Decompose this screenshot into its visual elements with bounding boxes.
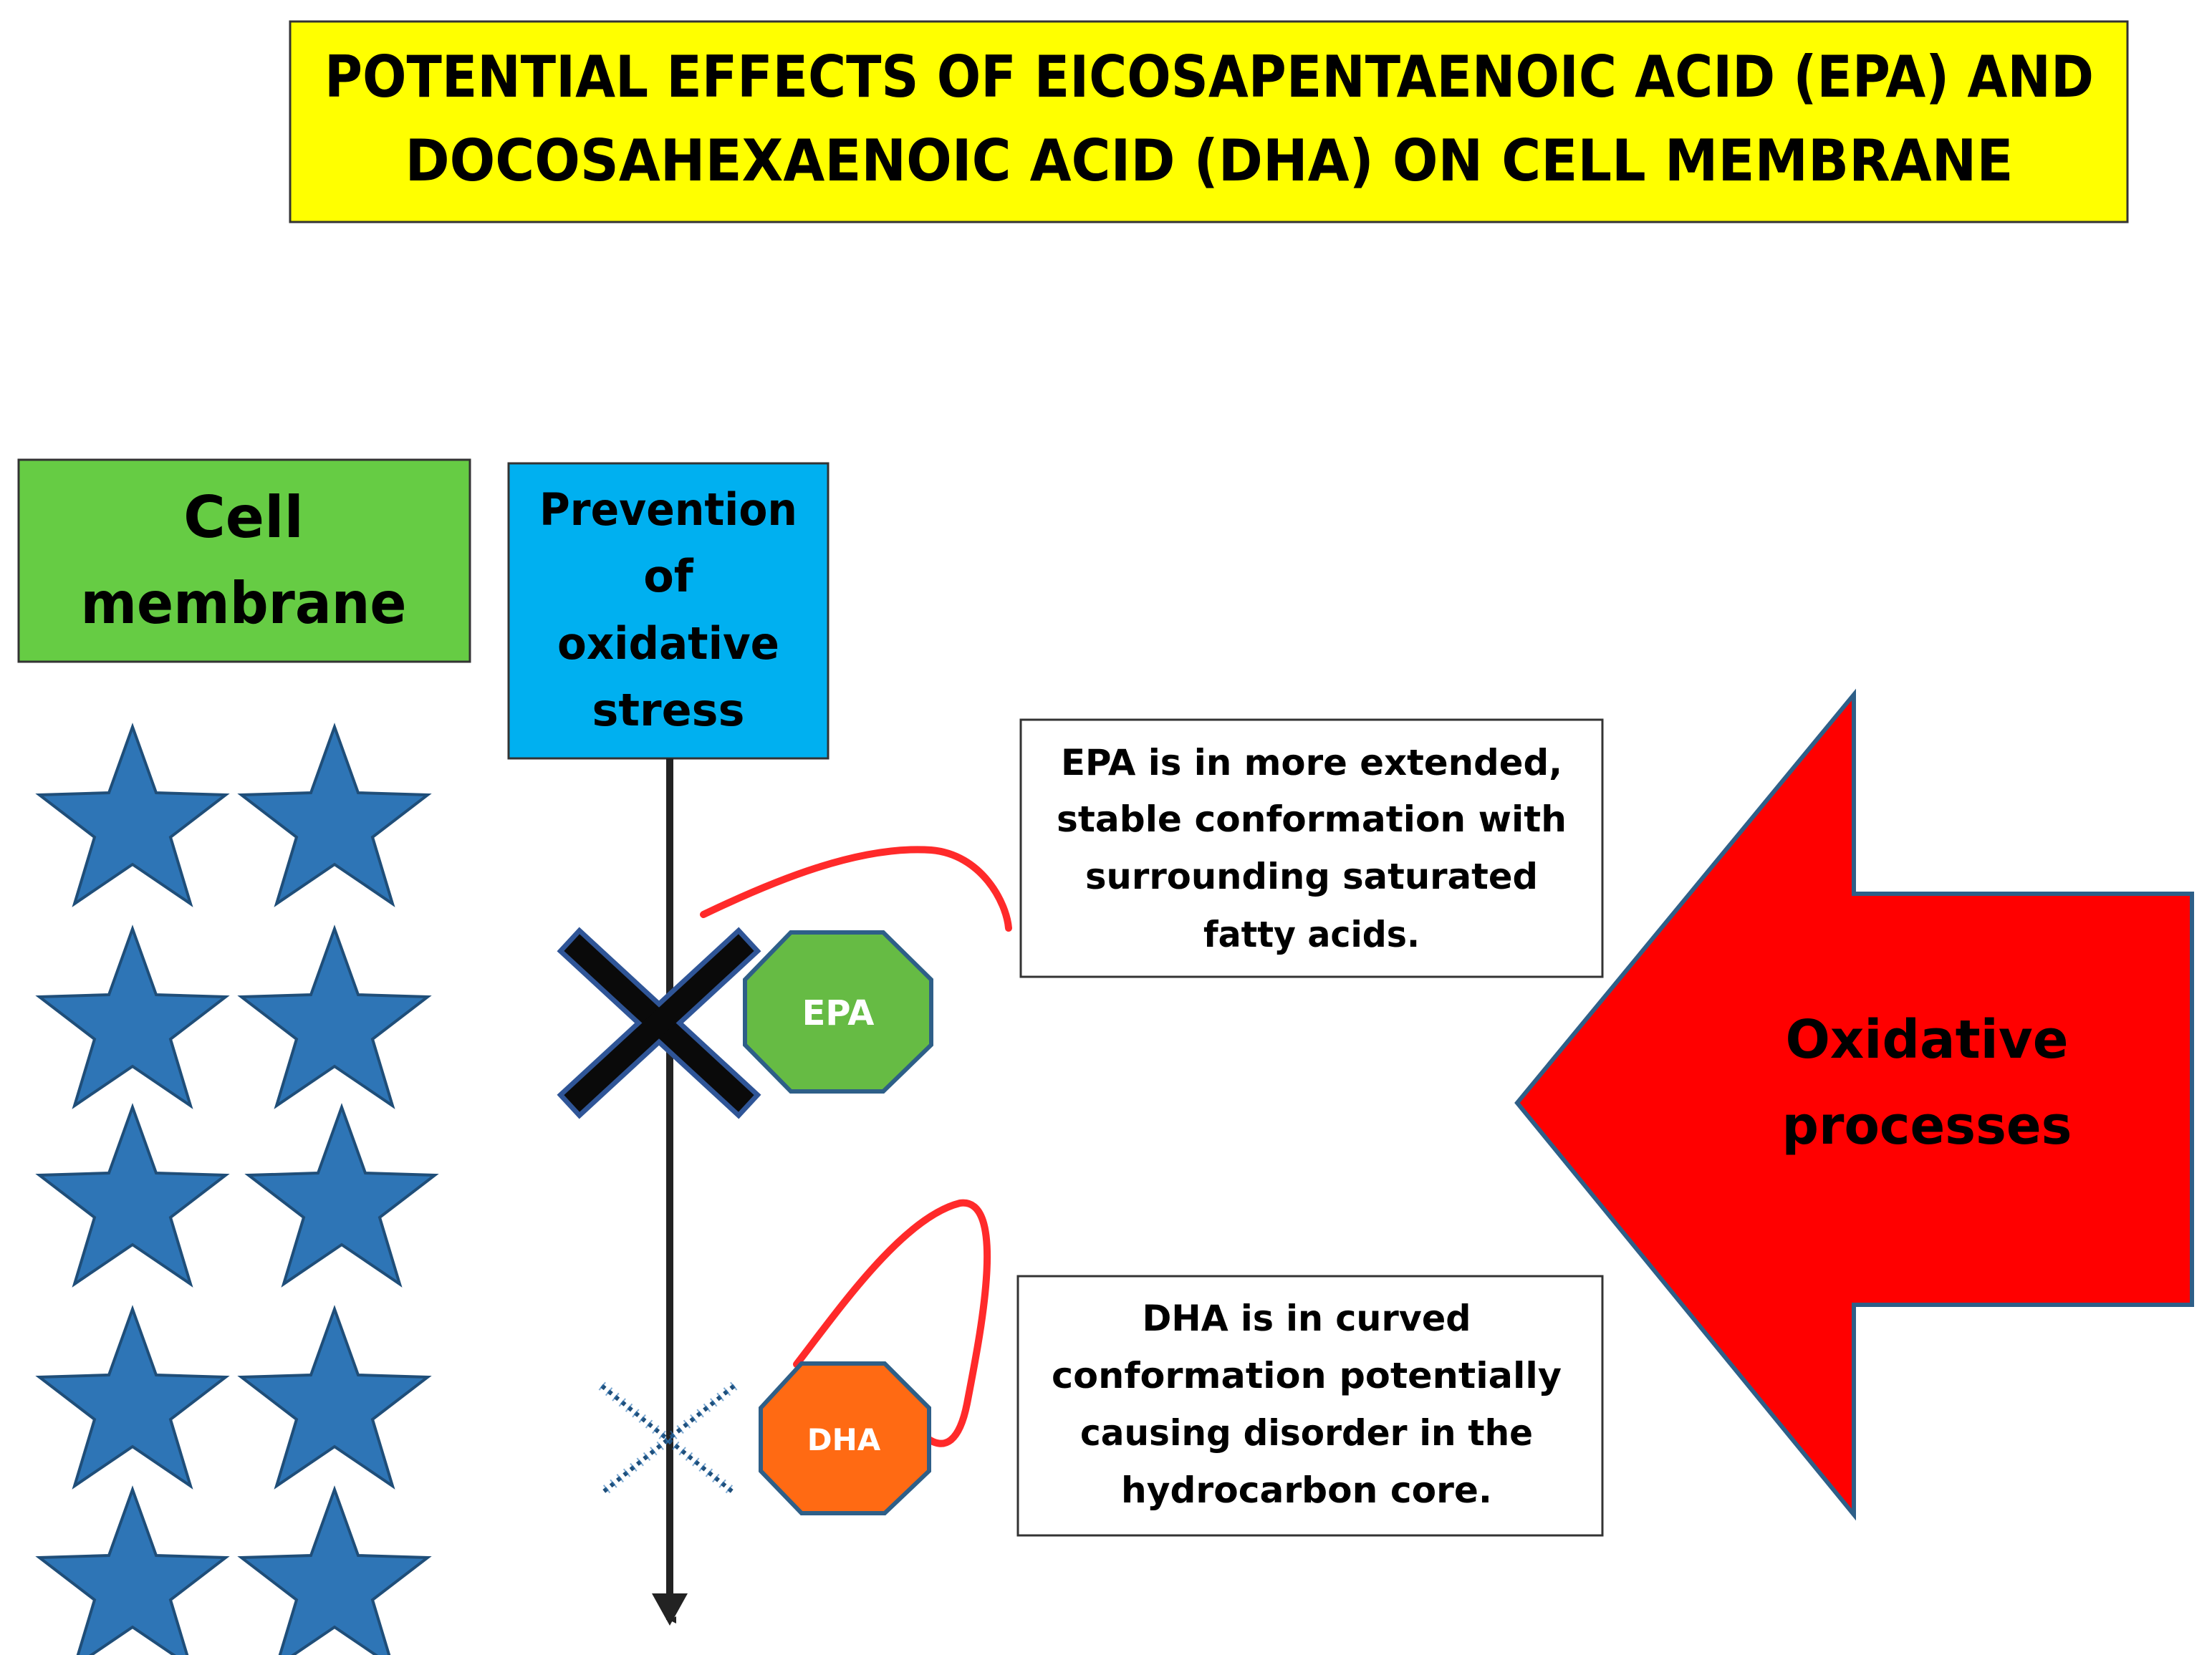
oxidative-line-2: processes bbox=[1782, 1095, 2072, 1157]
star-icon bbox=[237, 925, 432, 1109]
star-icon bbox=[237, 1485, 432, 1655]
epa-note-line-2: stable conformation with bbox=[1057, 798, 1567, 840]
epa-chain-curve bbox=[700, 846, 1012, 932]
vertical-arrow-head bbox=[652, 1593, 688, 1626]
membrane-stars bbox=[35, 723, 439, 1655]
star-icon bbox=[35, 1485, 230, 1655]
prevention-line-1: Prevention bbox=[539, 483, 797, 536]
epa-note-box bbox=[1019, 718, 1604, 978]
star-icon bbox=[35, 1305, 230, 1490]
oxidative-line-1: Oxidative bbox=[1786, 1009, 2069, 1071]
title-banner bbox=[289, 20, 2129, 223]
epa-note-line-3: surrounding saturated bbox=[1085, 856, 1538, 897]
dha-note-line-4: hydrocarbon core. bbox=[1121, 1470, 1492, 1511]
prevention-box bbox=[507, 462, 830, 760]
prevention-line-2: of bbox=[643, 550, 694, 602]
star-icon bbox=[237, 723, 432, 907]
dha-note-box bbox=[1016, 1275, 1604, 1537]
epa-note-line-4: fatty acids. bbox=[1203, 914, 1420, 955]
epa-label: EPA bbox=[802, 993, 875, 1033]
dha-chain-curve bbox=[793, 1199, 991, 1447]
bold-cross-icon bbox=[557, 927, 761, 1119]
star-icon bbox=[35, 1103, 230, 1288]
dha-note-line-2: conformation potentially bbox=[1052, 1355, 1562, 1396]
dha-label: DHA bbox=[807, 1422, 881, 1457]
dha-note-line-3: causing disorder in the bbox=[1080, 1412, 1533, 1454]
star-icon bbox=[237, 1305, 432, 1490]
star-icon bbox=[35, 925, 230, 1109]
dha-note-line-1: DHA is in curved bbox=[1143, 1298, 1471, 1339]
star-icon bbox=[35, 723, 230, 907]
star-icon bbox=[244, 1103, 439, 1288]
title-line-1: POTENTIAL EFFECTS OF EICOSAPENTAENOIC AC… bbox=[324, 44, 2094, 110]
title-line-2: DOCOSAHEXAENOIC ACID (DHA) ON CELL MEMBR… bbox=[405, 127, 2014, 194]
prevention-line-3: oxidative bbox=[557, 617, 779, 670]
cell-membrane-box bbox=[17, 458, 471, 663]
cell-membrane-line-1: Cell bbox=[183, 484, 304, 551]
oxidative-arrow bbox=[1514, 688, 2194, 1521]
cell-membrane-line-2: membrane bbox=[81, 570, 407, 637]
dha-octagon bbox=[759, 1361, 931, 1515]
dotted-cross-icon bbox=[598, 1381, 738, 1497]
prevention-line-4: stress bbox=[592, 684, 745, 736]
epa-note-line-1: EPA is in more extended, bbox=[1061, 742, 1562, 783]
epa-octagon bbox=[743, 930, 933, 1094]
